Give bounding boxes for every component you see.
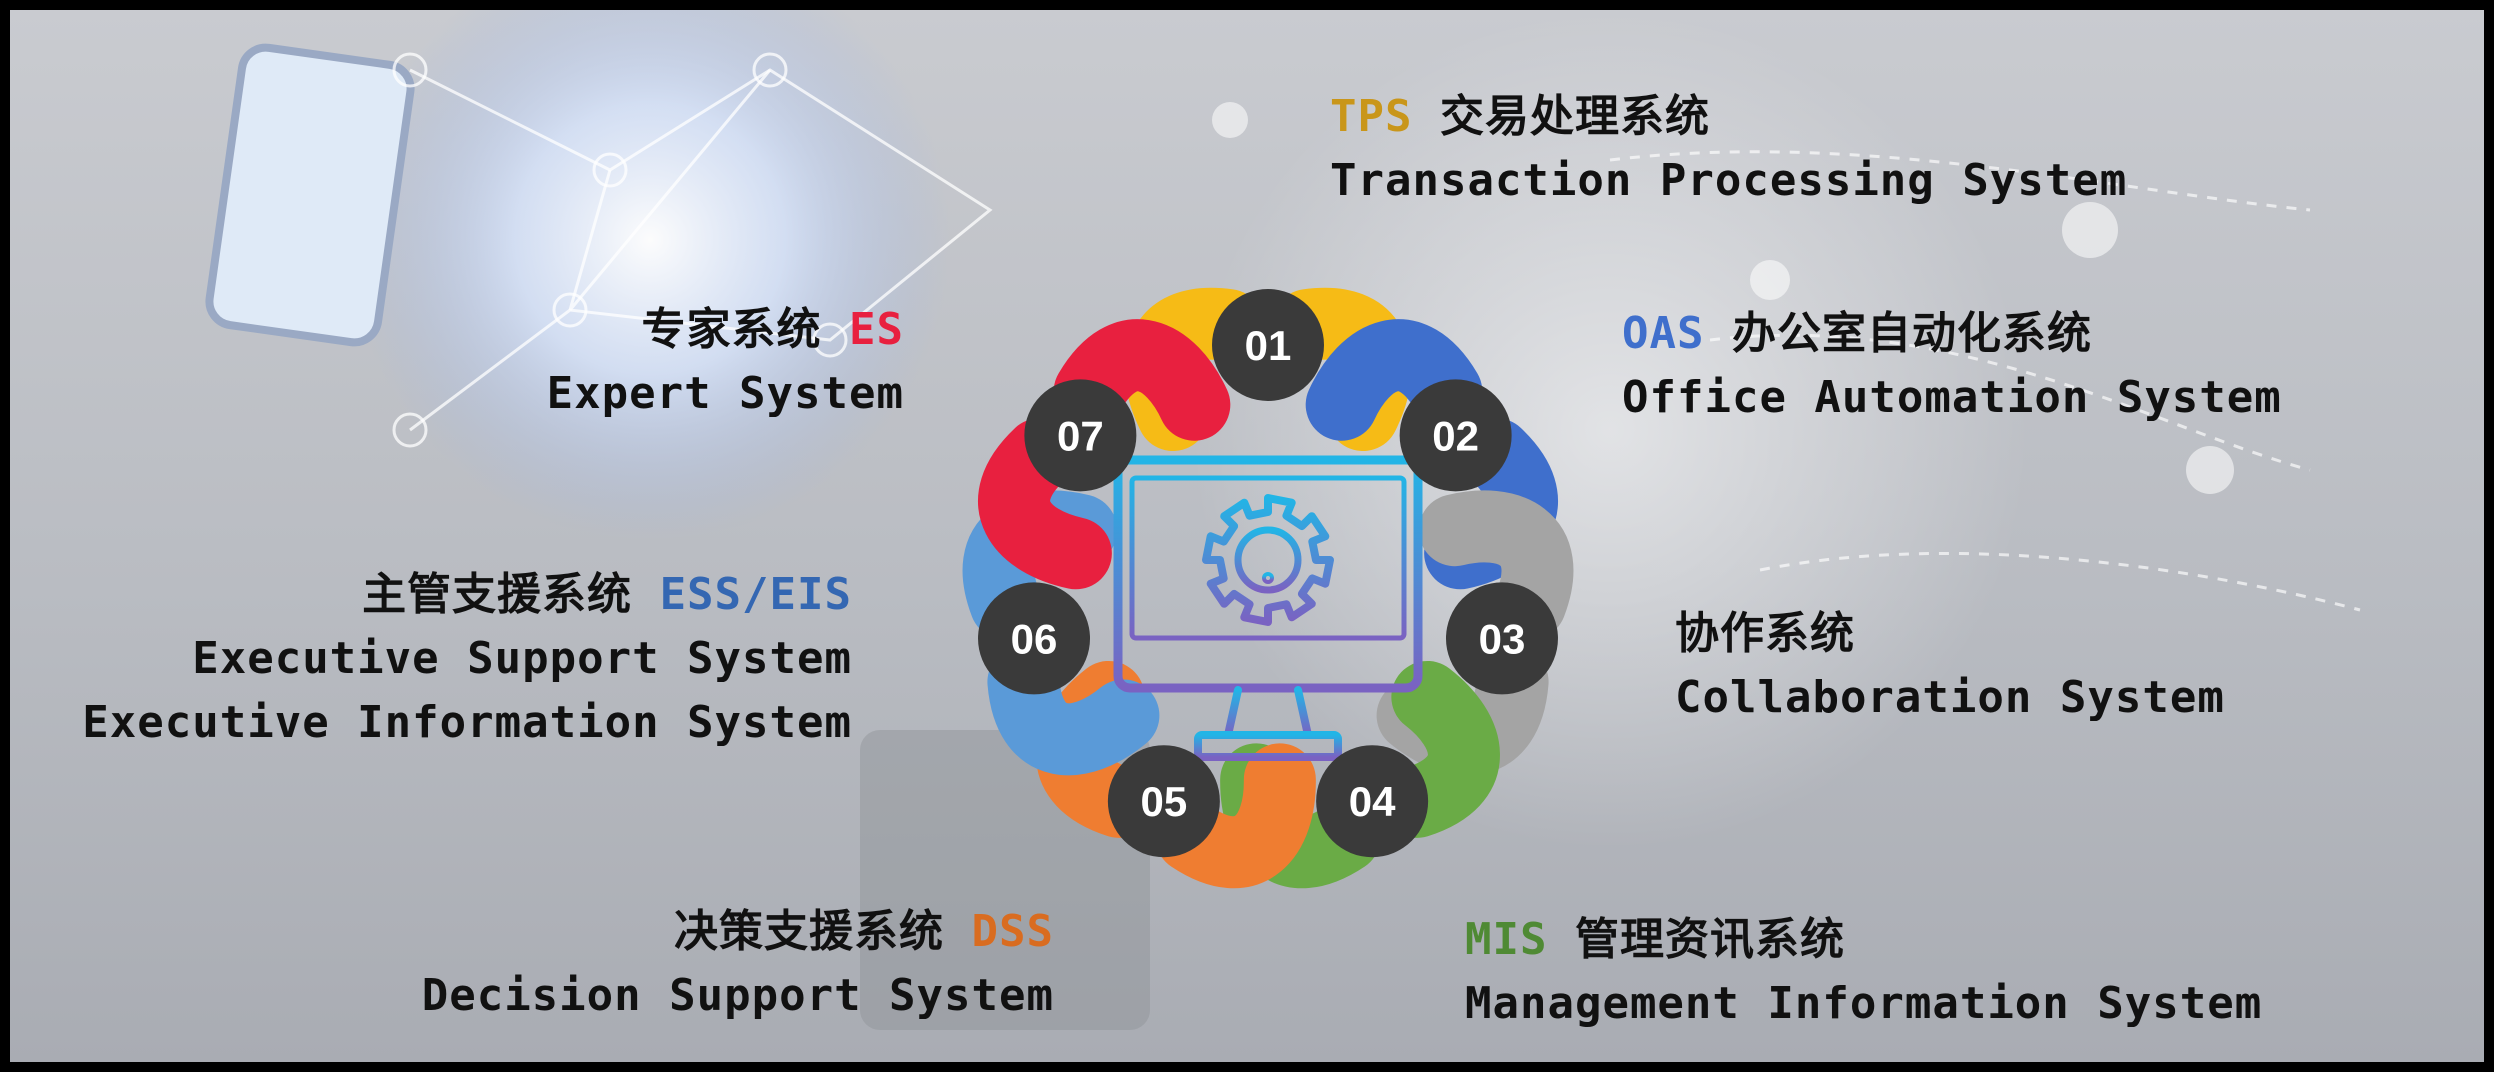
- label-ess-eis-chinese: 主管支援系统: [362, 569, 633, 620]
- number-badge-02: [1399, 379, 1512, 492]
- label-mis-chinese: 管理资讯系统: [1574, 914, 1845, 965]
- label-mis-title: MIS 管理资讯系统: [1465, 908, 2262, 972]
- label-dss-chinese: 决策支援系统: [674, 906, 945, 957]
- number-badge-01: [1212, 289, 1324, 401]
- label-ess-eis-code: ESS/EIS: [659, 569, 852, 620]
- number-label-04: 04: [1349, 778, 1396, 825]
- label-tps-chinese: 交易处理系统: [1439, 91, 1710, 142]
- number-label-05: 05: [1141, 778, 1188, 825]
- label-dss-title: 决策支援系统 DSS: [422, 900, 1054, 964]
- label-eis-english: Executive Information System: [82, 697, 852, 748]
- label-ess-eis: 主管支援系统 ESS/EIS Executive Support System …: [82, 563, 852, 755]
- number-badge-04: [1316, 745, 1429, 858]
- label-collaboration-chinese: 协作系统: [1675, 608, 1855, 659]
- monitor-gear-alert-icon: [1113, 455, 1423, 761]
- label-es-chinese: 专家系统: [641, 304, 822, 355]
- petal-07: [978, 319, 1231, 590]
- label-tps-english: Transaction Processing System: [1330, 155, 2128, 206]
- label-oas-chinese: 办公室自动化系统: [1731, 308, 2092, 359]
- background-illustration: [205, 10, 2361, 1030]
- systems-cycle-diagram: 01 02 03 04 05 06 07: [962, 287, 1574, 889]
- label-ess-english: Executive Support System: [192, 633, 852, 684]
- label-collaboration: 协作系统 Collaboration System: [1675, 602, 2225, 730]
- label-tps-title: TPS 交易处理系统: [1330, 85, 2127, 149]
- label-mis-english: Management Information System: [1465, 978, 2263, 1029]
- label-es: 专家系统 ES Expert System: [547, 298, 904, 426]
- number-label-06: 06: [1011, 615, 1058, 662]
- label-oas: OAS 办公室自动化系统 Office Automation System: [1622, 302, 2282, 430]
- label-tps: TPS 交易处理系统 Transaction Processing System: [1330, 85, 2127, 213]
- label-oas-title: OAS 办公室自动化系统: [1622, 302, 2282, 366]
- label-mis: MIS 管理资讯系统 Management Information System: [1465, 908, 2262, 1036]
- number-label-02: 02: [1432, 412, 1479, 459]
- label-mis-code: MIS: [1465, 914, 1548, 965]
- label-dss: 决策支援系统 DSS Decision Support System: [422, 900, 1054, 1028]
- number-label-07: 07: [1057, 412, 1104, 459]
- number-badge-03: [1445, 582, 1558, 695]
- label-oas-english: Office Automation System: [1622, 372, 2282, 423]
- label-es-english: Expert System: [546, 368, 904, 419]
- label-tps-code: TPS: [1330, 91, 1413, 142]
- label-es-code: ES: [849, 304, 904, 355]
- number-badge-07: [1024, 379, 1137, 492]
- number-label-01: 01: [1245, 322, 1292, 369]
- label-ess-eis-title: 主管支援系统 ESS/EIS: [82, 563, 852, 627]
- label-oas-code: OAS: [1622, 308, 1705, 359]
- number-badge-06: [978, 582, 1091, 695]
- label-dss-english: Decision Support System: [421, 970, 1054, 1021]
- label-es-title: 专家系统 ES: [547, 298, 904, 362]
- label-dss-code: DSS: [971, 906, 1054, 957]
- label-collaboration-english: Collaboration System: [1675, 672, 2225, 723]
- diagram-frame: 01 02 03 04 05 06 07 TPS 交易处理系统 Transaction Pr…: [10, 10, 2484, 1062]
- number-badge-05: [1107, 745, 1220, 858]
- number-label-03: 03: [1479, 615, 1526, 662]
